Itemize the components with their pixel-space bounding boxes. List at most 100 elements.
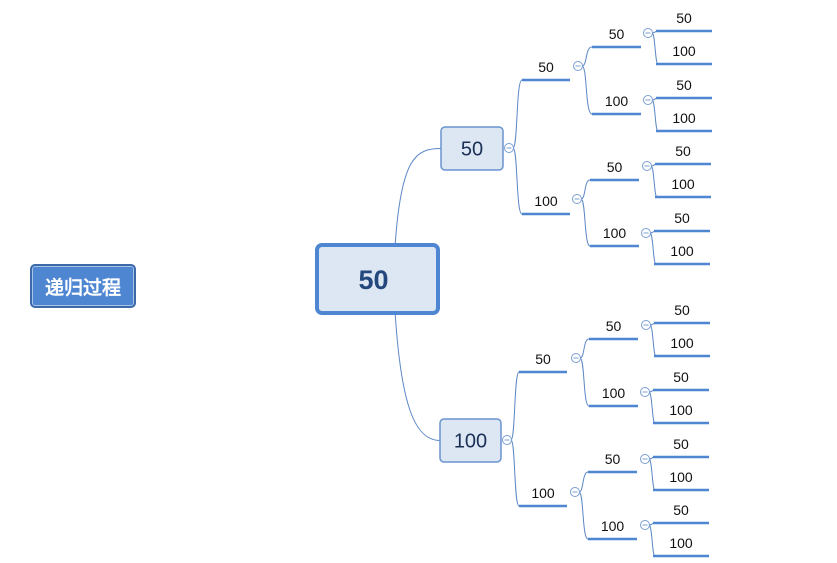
topic-label: 50 [674,302,690,318]
leaf-connector [651,99,659,132]
topic-label: 100 [670,335,694,351]
collapse-icon[interactable] [640,454,650,464]
branch-connector [510,439,520,507]
leaf-topic[interactable]: 100 [654,335,710,358]
leaf-topic[interactable]: 50 [653,502,709,525]
topic-label: 50 [673,502,689,518]
leaf-topic[interactable]: 100 [653,535,709,558]
topic-label: 50 [676,77,692,93]
topic-label: 50 [461,139,483,161]
collapse-icon[interactable] [572,194,582,204]
collapse-icon[interactable] [643,95,653,105]
topic-label: 100 [531,485,555,501]
leaf-topic[interactable]: 50 [656,77,712,100]
branch-connector [578,471,589,493]
topic-label: 100 [605,93,629,109]
leaf-topic[interactable]: 50 [655,143,711,166]
topic-label: 100 [671,176,695,192]
leaf-connector [649,232,657,265]
title-topic[interactable]: 递归过程 [30,264,136,308]
topic-label: 50 [609,26,625,42]
topic-label: 50 [535,351,551,367]
level3-topic[interactable]: 100 [588,518,637,541]
topic-label: 100 [672,110,696,126]
leaf-topic[interactable]: 50 [654,210,710,233]
topic-label: 100 [601,518,625,534]
root-connector [394,310,441,441]
collapse-icon[interactable] [504,143,514,153]
level3-topic[interactable]: 100 [589,385,638,408]
level3-topic[interactable]: 50 [592,26,641,49]
collapse-icon[interactable] [570,487,580,497]
topic-label: 50 [358,265,388,295]
level1-topic[interactable]: 50 [440,126,504,171]
topic-label: 50 [673,369,689,385]
topic-label: 100 [670,243,694,259]
level3-topic[interactable]: 50 [590,159,639,182]
branch-connector [581,65,593,115]
collapse-icon[interactable] [641,320,651,330]
leaf-topic[interactable]: 100 [656,43,712,66]
collapse-icon[interactable] [642,161,652,171]
leaf-connector [648,458,656,491]
level1-topic[interactable]: 100 [439,418,502,463]
level3-topic[interactable]: 100 [592,93,641,116]
leaf-connector [649,324,657,357]
leaf-topic[interactable]: 50 [656,10,712,33]
level2-topic[interactable]: 50 [519,351,567,374]
topic-label: 100 [603,225,627,241]
topic-label: 50 [675,143,691,159]
leaf-topic[interactable]: 50 [654,302,710,325]
topic-label: 50 [607,159,623,175]
leaf-topic[interactable]: 50 [653,436,709,459]
leaf-topic[interactable]: 100 [655,176,711,199]
leaf-connector [648,391,656,424]
branch-connector [512,79,523,149]
branch-connector [512,147,523,215]
collapse-icon[interactable] [573,61,583,71]
collapse-icon[interactable] [640,387,650,397]
leaf-topic[interactable]: 50 [653,369,709,392]
branch-connector [510,371,520,441]
leaf-topic[interactable]: 100 [654,243,710,266]
leaf-topic[interactable]: 100 [653,402,709,425]
level2-topic[interactable]: 100 [522,193,570,216]
topic-label: 50 [538,59,554,75]
collapse-icon[interactable] [643,28,653,38]
level3-topic[interactable]: 100 [590,225,639,248]
level3-topic[interactable]: 50 [589,318,638,341]
collapse-icon[interactable] [640,520,650,530]
leaf-connector [648,524,656,557]
branch-connector [579,338,590,359]
collapse-icon[interactable] [571,353,581,363]
level2-topic[interactable]: 100 [519,485,567,508]
topic-label: 50 [676,10,692,26]
branch-connector [581,46,593,67]
branch-connector [580,179,591,200]
branch-connector [580,198,591,247]
level2-topic[interactable]: 50 [522,59,570,82]
topic-label: 100 [669,469,693,485]
topic-label: 100 [454,431,487,453]
topic-label: 100 [672,43,696,59]
topic-label: 100 [534,193,558,209]
level3-topic[interactable]: 50 [588,451,637,474]
branch-connector [578,491,589,540]
root-connector [394,148,442,248]
central-topic[interactable]: 50 [315,243,440,315]
branch-connector [579,357,590,407]
topic-label: 100 [669,535,693,551]
topic-label: 50 [674,210,690,226]
topic-label: 50 [606,318,622,334]
topic-label: 50 [605,451,621,467]
leaf-topic[interactable]: 100 [656,110,712,133]
collapse-icon[interactable] [641,228,651,238]
leaf-connector [651,32,659,65]
collapse-icon[interactable] [502,435,512,445]
topic-label: 100 [602,385,626,401]
topic-label: 50 [673,436,689,452]
leaf-connector [650,165,658,198]
topic-label: 100 [669,402,693,418]
leaf-topic[interactable]: 100 [653,469,709,492]
